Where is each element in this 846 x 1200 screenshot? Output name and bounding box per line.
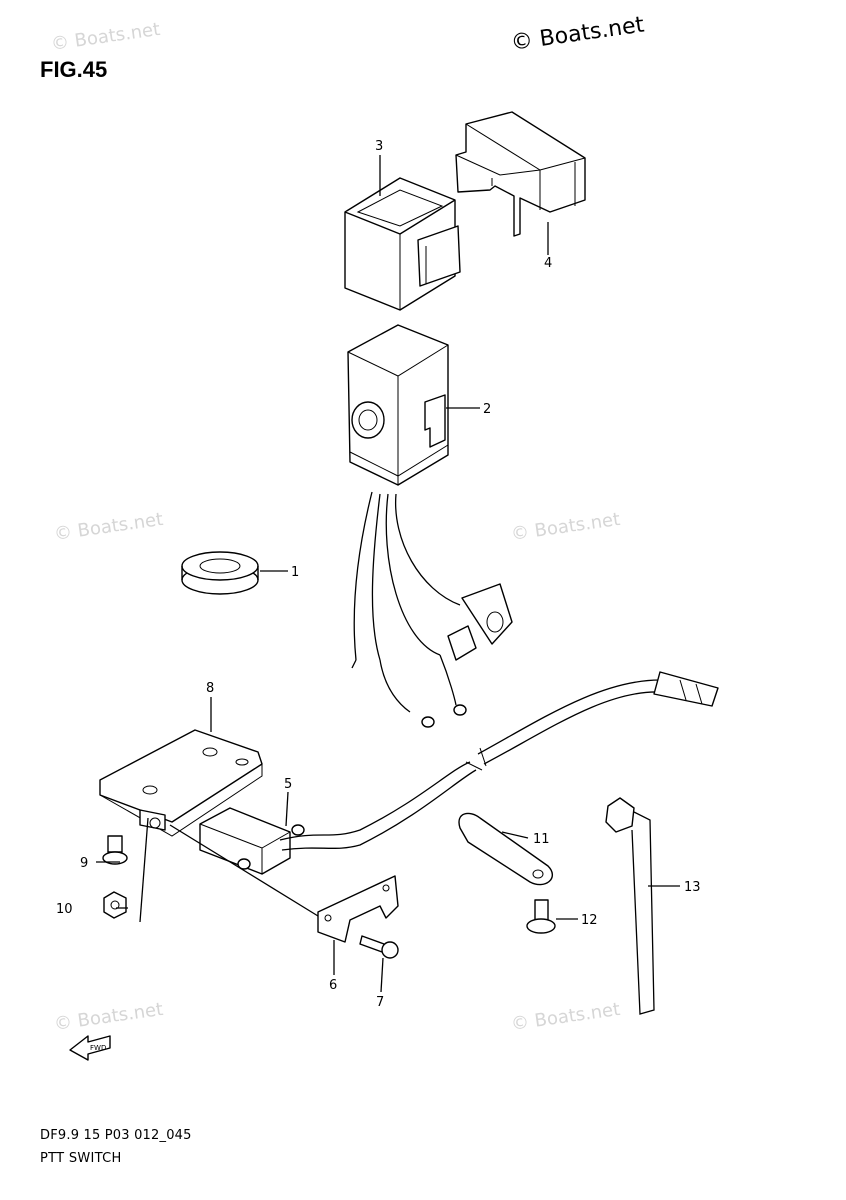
callouts: 3 4 2 1 8 5 9 10 6 7 11 12 13 (56, 139, 701, 1010)
part-9-bolt (102, 835, 128, 865)
leader-lines (96, 155, 680, 993)
part-13-cable-tie (605, 797, 655, 1015)
callout-9: 9 (80, 856, 88, 871)
callout-13: 13 (684, 880, 701, 895)
figure-code: DF9.9 15 P03 012_045 (40, 1128, 192, 1143)
callout-11: 11 (533, 832, 550, 847)
callout-4: 4 (544, 256, 552, 271)
watermark-bottom-left: © Boats.net (53, 999, 165, 1035)
callout-6: 6 (329, 978, 337, 993)
part-5-switch (199, 807, 305, 875)
part-10-nut (103, 891, 127, 919)
part-4-bracket (455, 111, 586, 237)
watermark-mid-left: © Boats.net (53, 509, 165, 545)
watermark-top-left: © Boats.net (50, 19, 162, 55)
part-11-clamp (458, 812, 554, 886)
part-2-relay (347, 324, 449, 486)
callout-7: 7 (376, 995, 384, 1010)
figure-name: PTT SWITCH (40, 1151, 122, 1166)
watermark-mid-right: © Boats.net (510, 509, 622, 545)
callout-10: 10 (56, 902, 73, 917)
part-3-cover (344, 177, 461, 311)
callout-5: 5 (284, 777, 292, 792)
callout-12: 12 (581, 913, 598, 928)
part-1-grommet (181, 551, 259, 595)
fwd-label: FWD (90, 1044, 106, 1052)
callout-2: 2 (483, 402, 491, 417)
relay-harness (351, 491, 513, 728)
callout-3: 3 (375, 139, 383, 154)
part-6-mount-bracket (317, 875, 399, 943)
callout-8: 8 (206, 681, 214, 696)
figure-title: FIG.45 (40, 57, 108, 82)
part-8-switch-plate (99, 729, 263, 837)
fwd-arrow: FWD (69, 1035, 111, 1061)
callout-1: 1 (291, 565, 299, 580)
watermark-bottom-right: © Boats.net (510, 999, 622, 1035)
switch-cable (279, 671, 719, 851)
part-12-screw (526, 899, 556, 934)
part-7-screw (359, 935, 399, 959)
watermark-copyright: © Boats.net (509, 12, 646, 55)
